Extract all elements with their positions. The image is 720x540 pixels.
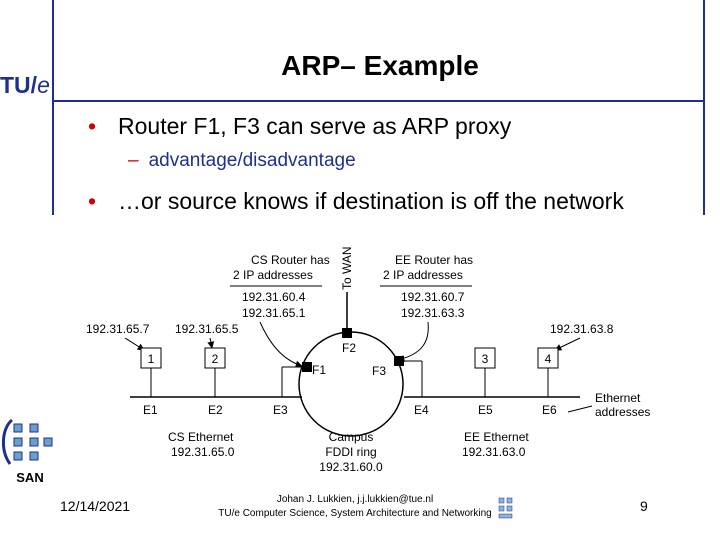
ethernet-addresses-label-1: Ethernet: [595, 391, 641, 405]
sub-bullet: –advantage/disadvantage: [128, 150, 356, 172]
san-logo: SAN: [2, 418, 53, 485]
ee-ethernet-label: EE Ethernet: [464, 430, 529, 444]
host-2-label: 2: [212, 352, 219, 366]
tue-logo: TU/e: [0, 72, 50, 98]
host-2-arrow: [207, 337, 215, 349]
footer-date: 12/14/2021: [60, 498, 131, 514]
ee-router-arrow: [397, 321, 429, 362]
cs-router-label-2: 2 IP addresses: [233, 268, 313, 282]
campus-net: 192.31.60.0: [319, 460, 383, 474]
ee-router-label-2: 2 IP addresses: [383, 268, 463, 282]
host-4-label: 4: [545, 352, 552, 366]
network-diagram: CS Router has 2 IP addresses 192.31.60.4…: [86, 246, 650, 474]
host-4-ip: 192.31.63.8: [550, 322, 614, 336]
campus-label: Campus: [329, 430, 374, 444]
eth-addr-e6: E6: [542, 403, 557, 417]
bullet-2-text: …or source knows if destination is off t…: [118, 188, 624, 214]
slide-title: ARP– Example: [281, 50, 479, 81]
bullet-dot: •: [88, 188, 97, 214]
host-4-arrow: [554, 337, 581, 351]
eth-addr-e1: E1: [143, 403, 158, 417]
cs-ethernet-net: 192.31.65.0: [171, 445, 235, 459]
footer-network-icon: [498, 497, 513, 519]
router-f3-label: F3: [372, 364, 386, 378]
cs-router-ip-2: 192.31.65.1: [242, 306, 306, 320]
host-1-ip: 192.31.65.7: [86, 322, 150, 336]
san-logo-nodes: [13, 423, 53, 461]
footer-author: Johan J. Lukkien, j.j.lukkien@tue.nl TU/…: [210, 493, 500, 521]
host-1-label: 1: [148, 352, 155, 366]
fddi-ring-label: FDDI ring: [325, 445, 376, 459]
bullet-1-text: Router F1, F3 can serve as ARP proxy: [118, 113, 512, 139]
eth-addr-e4: E4: [414, 403, 429, 417]
footer-author-line-2: TU/e Computer Science, System Architectu…: [218, 508, 492, 519]
router-f2-label: F2: [342, 341, 356, 355]
router-f1: [302, 362, 312, 372]
to-wan-label: To WAN: [340, 246, 354, 290]
eth-addr-e3: E3: [273, 403, 288, 417]
cs-ethernet-label: CS Ethernet: [168, 430, 234, 444]
frame-top-horizontal: [52, 100, 703, 102]
san-logo-curve: [2, 418, 14, 465]
router-f3: [394, 356, 404, 366]
host-3-label: 3: [482, 352, 489, 366]
footer-author-line-1: Johan J. Lukkien, j.j.lukkien@tue.nl: [276, 494, 434, 505]
eth-addr-e5: E5: [478, 403, 493, 417]
router-f2: [342, 328, 352, 338]
host-2-ip: 192.31.65.5: [175, 322, 239, 336]
page-number: 9: [640, 498, 648, 514]
cs-router-arrow: [259, 321, 303, 368]
sub-bullet-dash: –: [128, 150, 139, 171]
ee-router-ip-1: 192.31.60.7: [401, 290, 465, 304]
ethernet-addresses-pointer: [567, 405, 593, 413]
cs-router-ip-1: 192.31.60.4: [242, 290, 306, 304]
ethernet-addresses-label-2: addresses: [595, 405, 650, 419]
frame-left-vertical: [52, 0, 54, 215]
cs-router-label-1: CS Router has: [251, 253, 330, 267]
ee-router-ip-2: 192.31.63.3: [401, 306, 465, 320]
footer-icon-grid: [498, 497, 513, 519]
sub-bullet-text: advantage/disadvantage: [148, 150, 356, 171]
san-logo-text: SAN: [16, 470, 43, 485]
eth-addr-e2: E2: [208, 403, 223, 417]
router-f1-label: F1: [312, 363, 326, 377]
ee-ethernet-net: 192.31.63.0: [462, 445, 526, 459]
ee-router-label-1: EE Router has: [395, 253, 473, 267]
bullet-dot: •: [88, 113, 97, 139]
frame-right-vertical: [703, 0, 705, 215]
